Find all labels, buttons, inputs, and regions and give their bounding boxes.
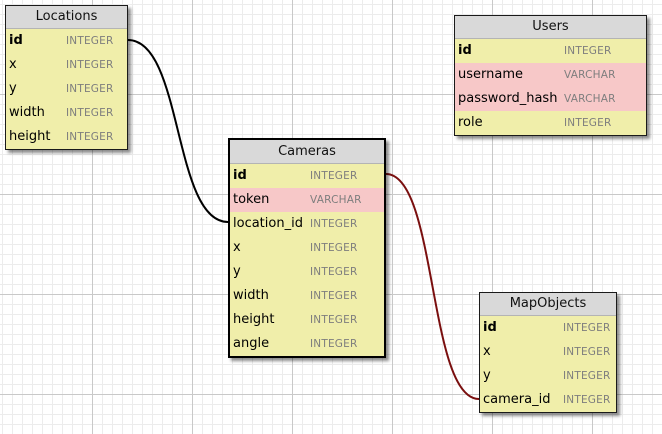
column-row-id[interactable]: id INTEGER bbox=[480, 316, 616, 340]
column-row-location-id[interactable]: location_id INTEGER bbox=[230, 212, 384, 236]
column-name: x bbox=[483, 344, 491, 359]
column-name: x bbox=[233, 240, 241, 255]
column-name: width bbox=[9, 105, 45, 120]
column-row-y[interactable]: y INTEGER bbox=[6, 77, 127, 101]
column-name: username bbox=[458, 67, 523, 82]
relation-line-1[interactable] bbox=[385, 173, 480, 400]
column-type: INTEGER bbox=[563, 370, 611, 382]
column-name: y bbox=[9, 81, 17, 96]
table-title-locations[interactable]: Locations bbox=[6, 6, 127, 29]
column-row-width[interactable]: width INTEGER bbox=[6, 101, 127, 125]
column-name: role bbox=[458, 115, 483, 130]
table-title-cameras[interactable]: Cameras bbox=[230, 140, 384, 164]
column-type: INTEGER bbox=[563, 346, 611, 358]
column-row-angle[interactable]: angle INTEGER bbox=[230, 332, 384, 356]
column-name: token bbox=[233, 192, 270, 207]
column-row-height[interactable]: height INTEGER bbox=[6, 125, 127, 149]
column-row-width[interactable]: width INTEGER bbox=[230, 284, 384, 308]
column-name: id bbox=[9, 33, 23, 48]
column-name: id bbox=[233, 168, 247, 183]
column-type: INTEGER bbox=[310, 338, 358, 350]
column-type: INTEGER bbox=[310, 290, 358, 302]
column-name: height bbox=[233, 312, 275, 327]
column-row-height[interactable]: height INTEGER bbox=[230, 308, 384, 332]
column-name: id bbox=[458, 43, 472, 58]
column-type: INTEGER bbox=[66, 131, 114, 143]
column-row-role[interactable]: role INTEGER bbox=[455, 111, 646, 135]
column-type: INTEGER bbox=[66, 83, 114, 95]
column-type: INTEGER bbox=[66, 35, 114, 47]
column-type: INTEGER bbox=[66, 107, 114, 119]
column-type: INTEGER bbox=[563, 394, 611, 406]
table-title-mapobjects[interactable]: MapObjects bbox=[480, 293, 616, 316]
relation-line-0[interactable] bbox=[127, 39, 229, 223]
column-name: camera_id bbox=[483, 392, 551, 407]
column-name: y bbox=[233, 264, 241, 279]
column-row-id[interactable]: id INTEGER bbox=[6, 29, 127, 53]
column-row-id[interactable]: id INTEGER bbox=[230, 164, 384, 188]
column-type: INTEGER bbox=[564, 117, 612, 129]
column-row-y[interactable]: y INTEGER bbox=[480, 364, 616, 388]
column-row-y[interactable]: y INTEGER bbox=[230, 260, 384, 284]
column-name: angle bbox=[233, 336, 270, 351]
column-row-id[interactable]: id INTEGER bbox=[455, 39, 646, 63]
column-name: id bbox=[483, 320, 497, 335]
column-row-x[interactable]: x INTEGER bbox=[480, 340, 616, 364]
column-type: INTEGER bbox=[310, 242, 358, 254]
column-type: INTEGER bbox=[66, 59, 114, 71]
column-type: INTEGER bbox=[310, 266, 358, 278]
column-name: location_id bbox=[233, 216, 303, 231]
column-name: x bbox=[9, 57, 17, 72]
column-name: height bbox=[9, 129, 51, 144]
column-type: INTEGER bbox=[563, 322, 611, 334]
column-type: INTEGER bbox=[564, 45, 612, 57]
column-row-camera-id[interactable]: camera_id INTEGER bbox=[480, 388, 616, 412]
column-type: INTEGER bbox=[310, 170, 358, 182]
column-row-x[interactable]: x INTEGER bbox=[230, 236, 384, 260]
column-name: y bbox=[483, 368, 491, 383]
column-type: INTEGER bbox=[310, 218, 358, 230]
column-row-x[interactable]: x INTEGER bbox=[6, 53, 127, 77]
column-name: width bbox=[233, 288, 269, 303]
table-title-users[interactable]: Users bbox=[455, 16, 646, 39]
column-name: password_hash bbox=[458, 91, 558, 106]
column-type: INTEGER bbox=[310, 314, 358, 326]
